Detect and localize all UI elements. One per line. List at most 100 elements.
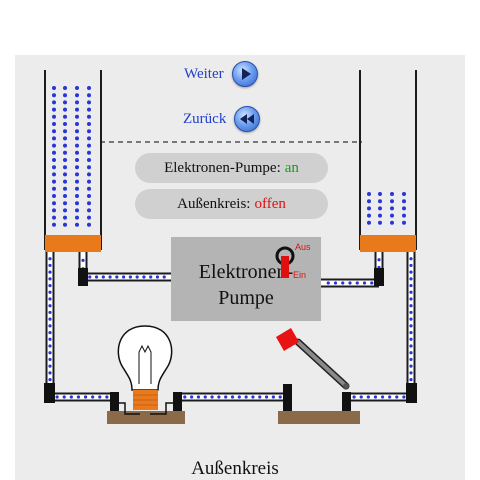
electron-dot	[63, 129, 67, 134]
electron-dot	[409, 344, 413, 348]
electron-dot	[63, 179, 67, 184]
electron-dot	[63, 122, 67, 126]
electron-dot	[63, 194, 67, 198]
electron-dot	[380, 395, 385, 399]
electron-dot	[355, 281, 359, 285]
right-reservoir-base	[360, 235, 416, 252]
electron-dot	[101, 275, 105, 279]
electron-dot	[87, 86, 91, 90]
electron-dot	[75, 215, 79, 220]
electron-dot	[63, 86, 67, 90]
electron-dot	[75, 107, 79, 112]
electron-dot	[348, 281, 352, 285]
electron-dot	[367, 206, 371, 211]
electron-dot	[390, 213, 394, 218]
switch-handle[interactable]	[276, 328, 299, 351]
electron-dot	[367, 220, 371, 225]
right-reservoir	[359, 70, 417, 252]
light-bulb	[107, 325, 185, 424]
pump-switch-on-label: Ein	[293, 270, 307, 280]
right-reservoir-electrons	[367, 192, 406, 225]
electron-dot	[162, 275, 166, 279]
electron-dot	[203, 395, 207, 399]
electron-dot	[75, 172, 79, 177]
forward-play-icon[interactable]	[231, 61, 258, 87]
electron-dot	[409, 371, 413, 375]
electron-dot	[52, 136, 56, 141]
electron-dot	[367, 192, 371, 196]
electron-dot	[52, 208, 56, 213]
electron-pump: Elektronen- Pumpe	[171, 237, 321, 321]
back-nav[interactable]: Zurück	[183, 106, 261, 132]
electron-dot	[409, 317, 413, 321]
electron-dot	[390, 206, 394, 211]
forward-nav[interactable]: Weiter	[184, 61, 258, 87]
electron-dot	[359, 395, 363, 399]
electron-dot	[390, 192, 394, 196]
pump-title-line2: Pumpe	[218, 287, 274, 309]
electron-dot	[75, 201, 79, 206]
electron-dot	[48, 357, 52, 362]
electron-dot	[326, 281, 330, 285]
electron-dot	[87, 194, 91, 198]
electron-dot	[196, 395, 201, 399]
electron-dot	[87, 136, 91, 141]
electron-dot	[48, 270, 52, 274]
electron-dot	[105, 395, 109, 399]
electron-dot	[128, 275, 132, 279]
electron-dot	[52, 186, 56, 191]
electron-dot	[87, 215, 91, 220]
electron-dot	[87, 158, 91, 162]
electron-dot	[48, 283, 52, 288]
electron-dot	[75, 86, 79, 90]
electron-dot	[94, 275, 99, 279]
electron-dot	[52, 165, 56, 170]
electron-dot	[48, 277, 52, 281]
electron-dot	[75, 136, 79, 141]
circuit-status-pill: Außenkreis: offen	[135, 189, 328, 219]
electron-dot	[75, 222, 79, 227]
electron-dot	[87, 150, 91, 155]
electron-dot	[362, 281, 367, 285]
electron-dot	[87, 93, 91, 98]
pump-status-pill: Elektronen-Pumpe: an	[135, 153, 328, 183]
electron-dot	[48, 337, 52, 341]
electron-dot	[52, 179, 56, 184]
electron-dot	[48, 310, 52, 315]
electron-dot	[52, 93, 56, 98]
electron-dot	[63, 158, 67, 162]
pump-switch[interactable]: Aus Ein	[271, 242, 315, 282]
electron-dot	[63, 93, 67, 98]
forward-label[interactable]: Weiter	[184, 65, 224, 82]
electron-dot	[237, 395, 241, 399]
electron-dot	[75, 114, 79, 119]
electron-dot	[87, 186, 91, 191]
electron-dot	[75, 186, 79, 191]
electron-dot	[63, 201, 67, 206]
electron-dot	[409, 304, 413, 308]
electron-dot	[52, 143, 56, 148]
electron-dot	[63, 100, 67, 105]
electron-dot	[115, 275, 119, 279]
toggle-switch-icon[interactable]	[271, 242, 315, 282]
electron-dot	[87, 143, 91, 148]
back-label[interactable]: Zurück	[183, 110, 227, 127]
circuit-label: Außenkreis	[191, 458, 279, 479]
electron-dot	[378, 192, 382, 196]
electron-dot	[75, 129, 79, 134]
circuit-status-label: Außenkreis:	[177, 195, 251, 212]
left-reservoir	[44, 70, 102, 252]
electron-dot	[409, 263, 413, 268]
electron-dot	[48, 377, 52, 382]
knife-switch[interactable]	[276, 328, 360, 424]
pump-title-line1: Elektronen-	[198, 261, 294, 283]
rewind-icon[interactable]	[234, 106, 261, 132]
pump-status-value: an	[284, 159, 299, 176]
electron-dot	[52, 172, 56, 177]
electron-dot	[409, 270, 413, 274]
electron-dot	[402, 192, 406, 196]
electron-dot	[52, 158, 56, 162]
electron-dot	[76, 395, 81, 399]
electron-dot	[98, 395, 102, 399]
electron-dot	[395, 395, 399, 399]
